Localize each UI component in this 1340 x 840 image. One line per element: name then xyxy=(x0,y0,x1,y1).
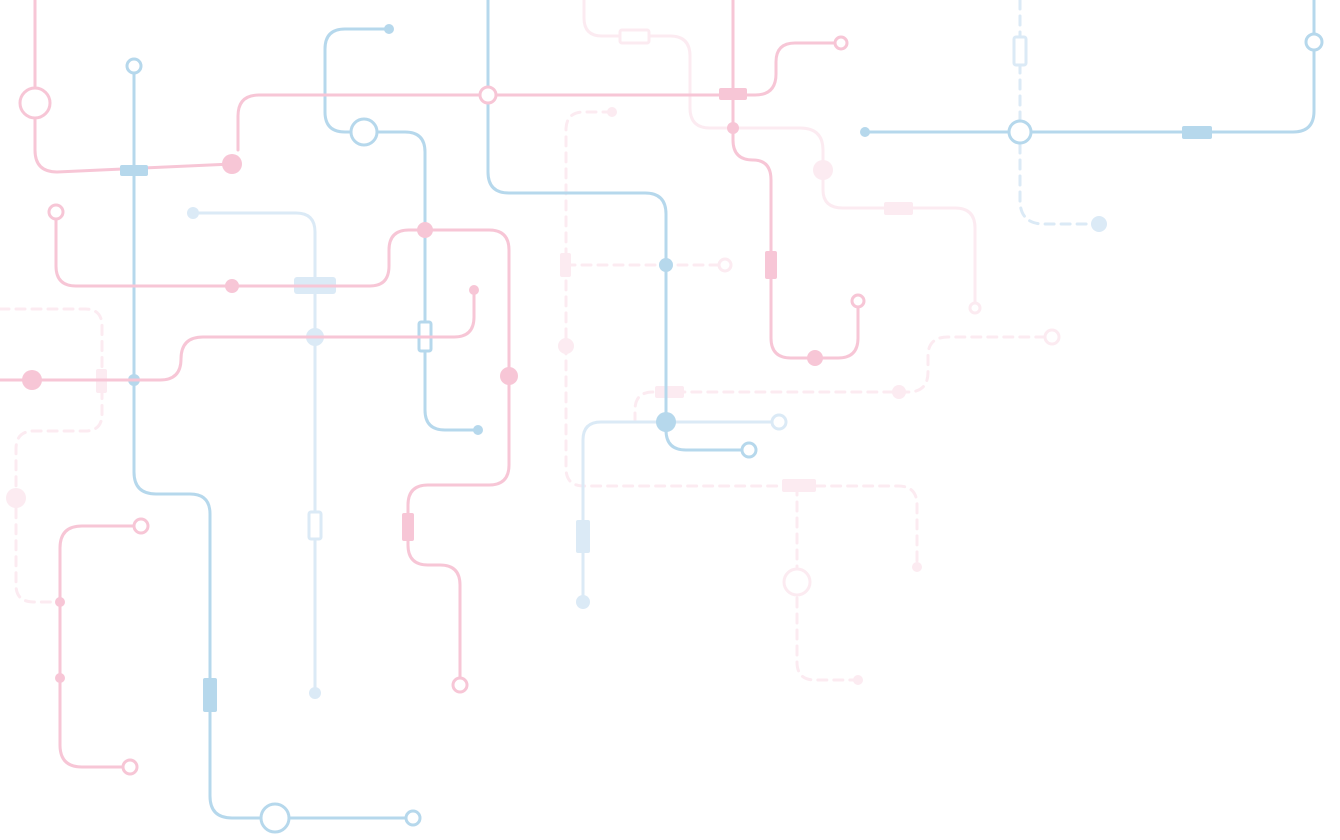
trace-faint-center-dashed xyxy=(564,110,919,569)
junction-dot xyxy=(656,412,676,432)
junction-rect-faint xyxy=(655,386,684,398)
trace-pink-bottom-left xyxy=(58,524,143,769)
junction-dot-faint xyxy=(6,488,26,508)
endpoint-dot-faint xyxy=(187,207,199,219)
endpoint-ring xyxy=(1304,32,1324,52)
endpoint-ring xyxy=(47,203,65,221)
endpoint-dot xyxy=(860,127,870,137)
junction-ring-large xyxy=(18,86,52,120)
junction-dot xyxy=(417,222,433,238)
junction-rect-faint xyxy=(560,253,571,277)
junction-dot xyxy=(500,367,518,385)
endpoint-ring xyxy=(125,57,143,75)
endpoint-ring xyxy=(404,809,422,827)
trace-blue-left xyxy=(132,64,415,820)
junction-dot-faint xyxy=(558,338,574,354)
trace-faint-blue-dashed xyxy=(1018,0,1101,226)
blue-overlay-junctions xyxy=(120,165,148,176)
endpoint-ring-faint xyxy=(717,257,733,273)
junction-dot-faint xyxy=(813,160,833,180)
endpoint-ring xyxy=(132,517,150,535)
pink-traces xyxy=(0,0,866,776)
endpoint-ring xyxy=(451,676,469,694)
trace-faint-blue xyxy=(581,420,781,604)
junction-ring-large xyxy=(1007,119,1033,145)
trace-blue-top-right xyxy=(863,0,1316,134)
junction-rect xyxy=(765,251,777,279)
trace-faint-left-dashed xyxy=(0,307,104,604)
junction-rect-faint xyxy=(618,28,651,45)
junction-dot xyxy=(22,370,42,390)
junction-rect xyxy=(719,88,747,100)
junction-rect xyxy=(120,165,148,176)
trace-faint-blue xyxy=(191,211,317,695)
endpoint-ring xyxy=(850,293,866,309)
junction-ring-faint xyxy=(782,567,812,597)
endpoint-dot-faint xyxy=(607,107,617,117)
junction-ring xyxy=(478,85,498,105)
junction-ring-large xyxy=(259,802,291,834)
endpoint-dot-faint xyxy=(576,595,590,609)
junction-rect xyxy=(1182,126,1212,139)
trace-pink-top-right xyxy=(731,0,860,360)
trace-faint-right-dashed xyxy=(633,335,1054,424)
endpoint-dot-faint xyxy=(912,562,922,572)
junction-rect-faint xyxy=(884,202,913,215)
endpoint-ring-faint xyxy=(1043,328,1061,346)
endpoint-dot xyxy=(469,285,479,295)
junction-dot xyxy=(225,279,239,293)
trace-faint-center-dashed xyxy=(795,484,860,682)
junction-dot xyxy=(55,597,65,607)
junction-dot-faint xyxy=(1091,216,1107,232)
endpoint-ring xyxy=(740,441,758,459)
blue-traces xyxy=(125,0,1324,834)
junction-rect-faint xyxy=(576,520,590,553)
junction-rect-faint xyxy=(307,510,323,541)
junction-dot xyxy=(55,673,65,683)
trace-pink-middle xyxy=(0,288,476,382)
trace-pink-top-left xyxy=(33,0,234,174)
endpoint-ring xyxy=(121,758,139,776)
junction-rect xyxy=(203,678,217,712)
trace-faint-top-center xyxy=(582,0,977,310)
endpoint-dot-faint xyxy=(853,675,863,685)
junction-rect-faint xyxy=(1012,35,1028,67)
endpoint-dot xyxy=(384,24,394,34)
trace-pink-mid-left xyxy=(54,210,511,687)
junction-dot xyxy=(807,350,823,366)
trace-pink-top-horizontal xyxy=(236,41,843,152)
junction-rect-faint xyxy=(782,479,816,492)
trace-blue-center xyxy=(486,0,751,452)
faint-traces xyxy=(0,0,1107,699)
junction-ring-large xyxy=(349,117,379,147)
endpoint-dot xyxy=(473,425,483,435)
junction-dot xyxy=(659,258,673,272)
endpoint-ring-faint xyxy=(968,301,982,315)
junction-dot-faint xyxy=(892,385,906,399)
endpoint-dot xyxy=(222,154,242,174)
endpoint-ring xyxy=(833,35,849,51)
endpoint-ring-faint xyxy=(770,413,788,431)
endpoint-dot-faint xyxy=(309,687,321,699)
junction-dot xyxy=(727,122,739,134)
junction-rect xyxy=(402,513,414,541)
